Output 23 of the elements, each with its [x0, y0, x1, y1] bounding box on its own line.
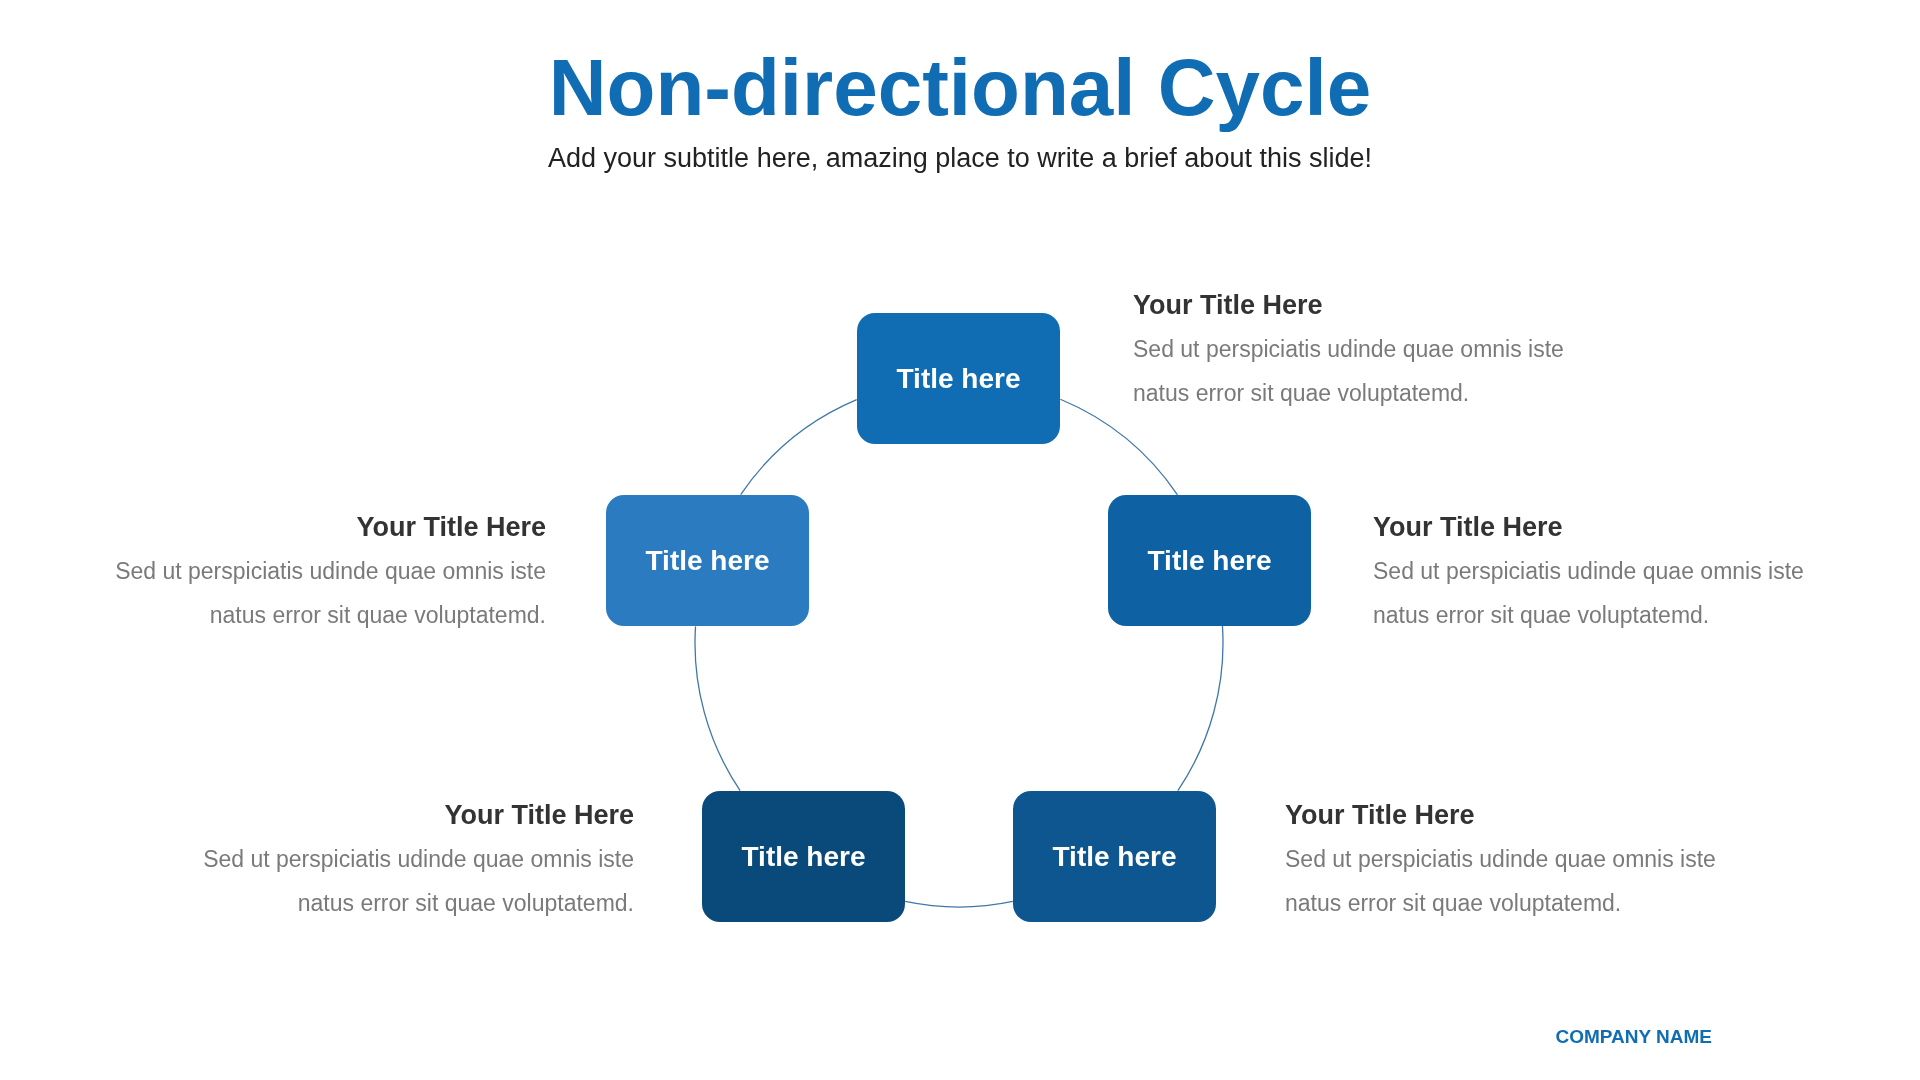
item-heading: Your Title Here	[1373, 512, 1564, 543]
item-description: Sed ut perspiciatis udinde quae omnis iste natus error sit quae voluptatemd.	[1373, 557, 1805, 630]
cycle-arc	[904, 900, 1014, 908]
cycle-arc	[740, 398, 858, 496]
item-description: Sed ut perspiciatis udinde quae omnis iste natus error sit quae voluptatemd.	[202, 845, 634, 918]
item-description: Sed ut perspiciatis udinde quae omnis iste natus error sit quae voluptatemd.	[1133, 335, 1565, 408]
title-box: Title here	[702, 791, 905, 922]
item-description: Sed ut perspiciatis udinde quae omnis iste natus error sit quae voluptatemd.	[1285, 845, 1717, 918]
item-heading: Your Title Here	[1133, 290, 1324, 321]
cycle-arc	[694, 625, 741, 792]
slide-subtitle: Add your subtitle here, amazing place to write a brief about this slide!	[547, 143, 1373, 174]
cycle-arc	[1059, 398, 1179, 496]
item-heading: Your Title Here	[443, 800, 634, 831]
slide-title: Non-directional Cycle	[547, 42, 1373, 134]
item-description: Sed ut perspiciatis udinde quae omnis iste natus error sit quae voluptatemd.	[114, 557, 546, 630]
title-box: Title here	[1013, 791, 1216, 922]
cycle-arc	[1177, 625, 1224, 792]
item-heading: Your Title Here	[355, 512, 546, 543]
title-box: Title here	[857, 313, 1060, 444]
item-heading: Your Title Here	[1285, 800, 1476, 831]
title-box: Title here	[1108, 495, 1311, 626]
title-box: Title here	[606, 495, 809, 626]
footer-text: COMPANY NAME	[1555, 1026, 1712, 1048]
